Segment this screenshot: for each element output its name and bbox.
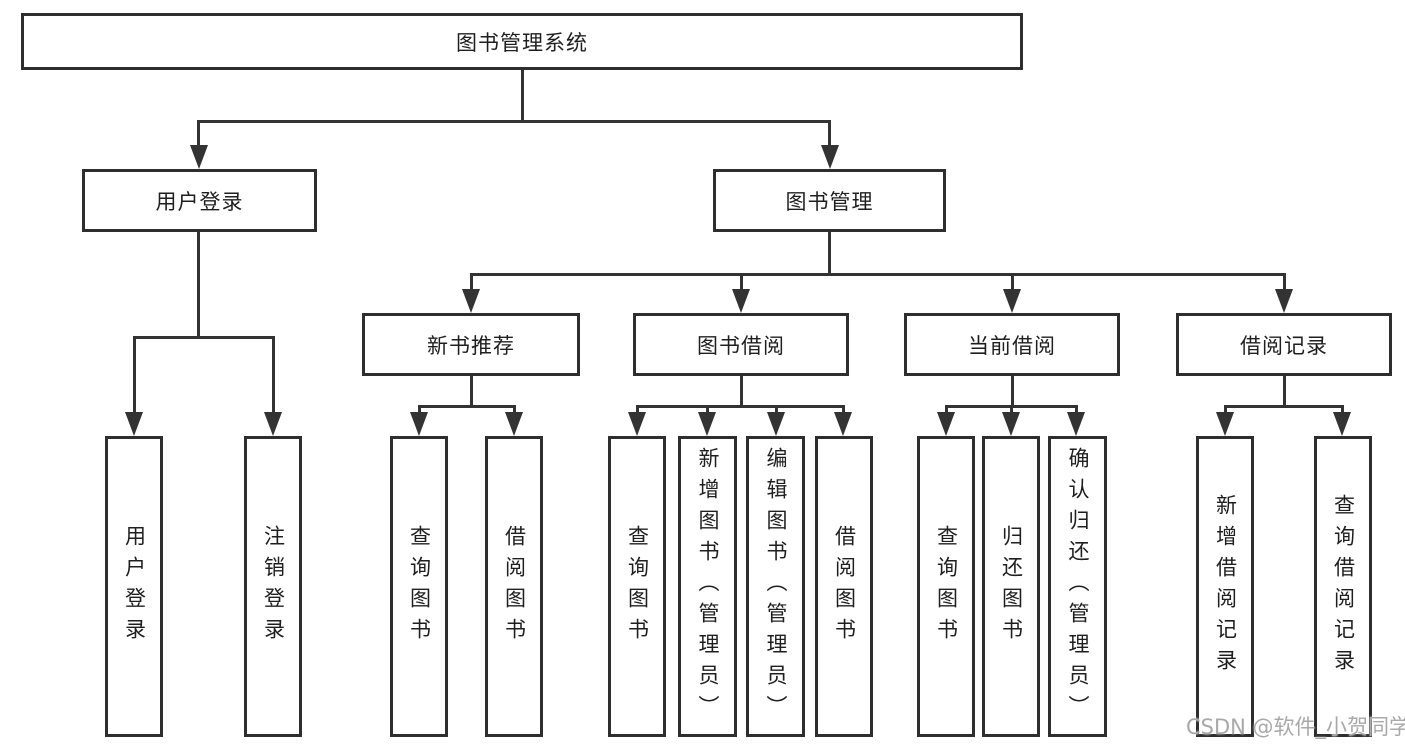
node-user-login-label: 用户登录 bbox=[155, 189, 244, 214]
connector-borrow-stem bbox=[740, 376, 743, 405]
leaf-current-return-label: 归还图书 bbox=[999, 524, 1024, 649]
connector-drop-book-mgmt bbox=[828, 120, 831, 147]
leaf-records-query: 查询借阅记录 bbox=[1314, 436, 1372, 737]
connector-root-split bbox=[197, 120, 831, 123]
connector-book-mgmt-stem bbox=[828, 232, 831, 273]
leaf-records-query-label: 查询借阅记录 bbox=[1331, 493, 1356, 680]
leaf-current-query: 查询图书 bbox=[917, 436, 975, 737]
connector-drop-cb-query bbox=[945, 405, 948, 415]
connector-drop-current bbox=[1011, 273, 1014, 291]
connector-user-login-split bbox=[133, 336, 274, 339]
leaf-records-add: 新增借阅记录 bbox=[1196, 436, 1254, 737]
leaf-borrow-add-admin: 新增图书（管理员） bbox=[678, 436, 737, 737]
arrowhead-logout bbox=[264, 412, 282, 436]
connector-drop-borrow bbox=[740, 273, 743, 291]
leaf-logout: 注销登录 bbox=[244, 436, 302, 737]
connector-drop-nb-query bbox=[418, 405, 421, 415]
connector-drop-bb-query bbox=[636, 405, 639, 415]
arrowhead-br-query bbox=[1333, 412, 1351, 436]
connector-new-books-split bbox=[418, 405, 515, 408]
leaf-current-confirm-admin: 确认归还（管理员） bbox=[1048, 436, 1107, 737]
connector-drop-bb-borrow bbox=[842, 405, 845, 415]
leaf-user-login-label: 用户登录 bbox=[122, 524, 147, 649]
connector-drop-br-query bbox=[1341, 405, 1344, 415]
node-book-borrow-label: 图书借阅 bbox=[697, 333, 785, 358]
node-book-management-label: 图书管理 bbox=[785, 189, 874, 214]
arrowhead-nb-borrow bbox=[505, 412, 523, 436]
connector-drop-cb-return bbox=[1010, 405, 1013, 415]
connector-drop-logout bbox=[272, 336, 275, 414]
connector-drop-new-books bbox=[470, 273, 473, 291]
arrowhead-br-add bbox=[1216, 412, 1234, 436]
arrowhead-login bbox=[125, 412, 143, 436]
leaf-newbooks-borrow-label: 借阅图书 bbox=[502, 524, 527, 649]
connector-records-split bbox=[1224, 405, 1343, 408]
connector-drop-login bbox=[133, 336, 136, 414]
leaf-borrow-query-label: 查询图书 bbox=[625, 524, 650, 649]
node-current-borrow: 当前借阅 bbox=[904, 313, 1120, 376]
leaf-borrow-edit-admin: 编辑图书（管理员） bbox=[746, 436, 805, 737]
node-book-borrow: 图书借阅 bbox=[633, 313, 849, 376]
connector-drop-records bbox=[1283, 273, 1286, 291]
node-borrow-records-label: 借阅记录 bbox=[1240, 333, 1328, 358]
connector-new-books-stem bbox=[470, 376, 473, 405]
arrowhead-new-books bbox=[462, 289, 480, 313]
leaf-current-confirm-admin-label: 确认归还（管理员） bbox=[1066, 447, 1090, 726]
arrowhead-borrow bbox=[732, 289, 750, 313]
arrowhead-bb-edit bbox=[767, 412, 785, 436]
arrowhead-bb-borrow bbox=[834, 412, 852, 436]
arrowhead-bb-add bbox=[698, 412, 716, 436]
leaf-logout-label: 注销登录 bbox=[261, 524, 286, 649]
leaf-newbooks-query-label: 查询图书 bbox=[407, 524, 432, 649]
connector-borrow-split bbox=[636, 405, 845, 408]
arrowhead-current bbox=[1003, 289, 1021, 313]
connector-records-stem bbox=[1283, 376, 1286, 405]
connector-drop-bb-add bbox=[706, 405, 709, 415]
connector-drop-user-login bbox=[197, 120, 200, 147]
connector-current-stem bbox=[1011, 376, 1014, 405]
arrowhead-cb-return bbox=[1002, 412, 1020, 436]
leaf-borrow-add-admin-label: 新增图书（管理员） bbox=[696, 447, 720, 726]
node-new-book-recommend-label: 新书推荐 bbox=[427, 333, 515, 358]
connector-drop-br-add bbox=[1224, 405, 1227, 415]
leaf-borrow-borrow: 借阅图书 bbox=[815, 436, 873, 737]
leaf-borrow-borrow-label: 借阅图书 bbox=[832, 524, 857, 649]
leaf-user-login: 用户登录 bbox=[105, 436, 163, 737]
leaf-borrow-edit-admin-label: 编辑图书（管理员） bbox=[764, 447, 788, 726]
node-book-management: 图书管理 bbox=[713, 169, 946, 232]
connector-drop-nb-borrow bbox=[513, 405, 516, 415]
node-root-label: 图书管理系统 bbox=[456, 30, 588, 55]
arrowhead-cb-query bbox=[937, 412, 955, 436]
arrowhead-records bbox=[1275, 289, 1293, 313]
leaf-current-return: 归还图书 bbox=[982, 436, 1040, 737]
node-root: 图书管理系统 bbox=[21, 13, 1023, 70]
node-user-login: 用户登录 bbox=[82, 169, 317, 232]
node-new-book-recommend: 新书推荐 bbox=[362, 313, 580, 376]
arrowhead-bb-query bbox=[628, 412, 646, 436]
connector-level3-split bbox=[470, 273, 1285, 276]
arrowhead-cb-confirm bbox=[1067, 412, 1085, 436]
arrowhead-book-mgmt bbox=[821, 145, 839, 169]
arrowhead-nb-query bbox=[410, 412, 428, 436]
connector-user-login-stem bbox=[197, 232, 200, 336]
connector-drop-bb-edit bbox=[775, 405, 778, 415]
node-borrow-records: 借阅记录 bbox=[1176, 313, 1392, 376]
leaf-newbooks-query: 查询图书 bbox=[390, 436, 448, 737]
csdn-watermark: CSDN @软件_小贺同学 bbox=[1186, 715, 1405, 739]
arrowhead-user-login bbox=[190, 145, 208, 169]
leaf-current-query-label: 查询图书 bbox=[934, 524, 959, 649]
connector-drop-cb-confirm bbox=[1075, 405, 1078, 415]
leaf-records-add-label: 新增借阅记录 bbox=[1213, 493, 1238, 680]
leaf-newbooks-borrow: 借阅图书 bbox=[485, 436, 543, 737]
connector-root-stem bbox=[521, 70, 524, 120]
leaf-borrow-query: 查询图书 bbox=[608, 436, 666, 737]
node-current-borrow-label: 当前借阅 bbox=[968, 333, 1056, 358]
